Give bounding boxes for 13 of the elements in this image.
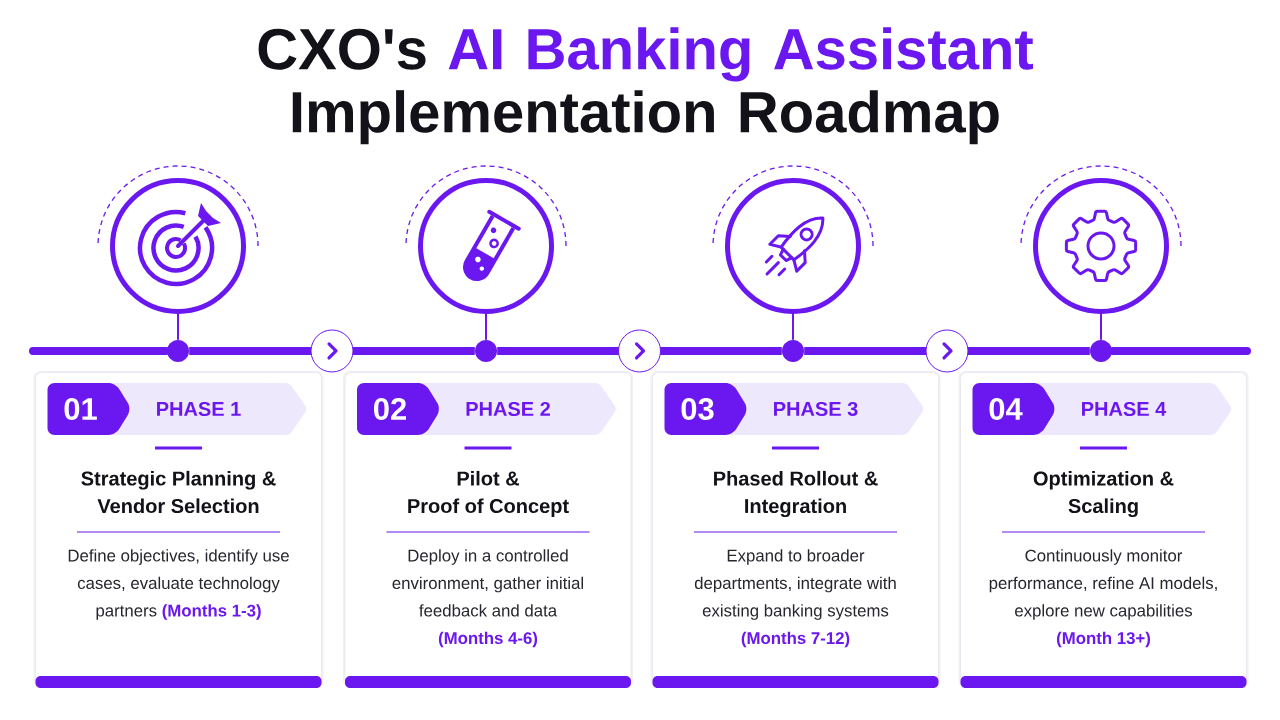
timeline-dot	[167, 340, 189, 362]
icon-circle	[1033, 178, 1169, 314]
icon-circle	[110, 178, 246, 314]
connector-line	[1100, 313, 1102, 341]
title: CXO's AI Banking Assistant Implementation Roadmap	[258, 27, 1034, 145]
icon-circle	[725, 178, 861, 314]
timeline-dot	[475, 340, 497, 362]
icon-circle	[418, 178, 554, 314]
connector-line	[485, 313, 487, 341]
timeline-dot	[1090, 340, 1112, 362]
connector-line	[177, 313, 179, 341]
connector-line	[792, 313, 794, 341]
timeline-dot	[782, 340, 804, 362]
